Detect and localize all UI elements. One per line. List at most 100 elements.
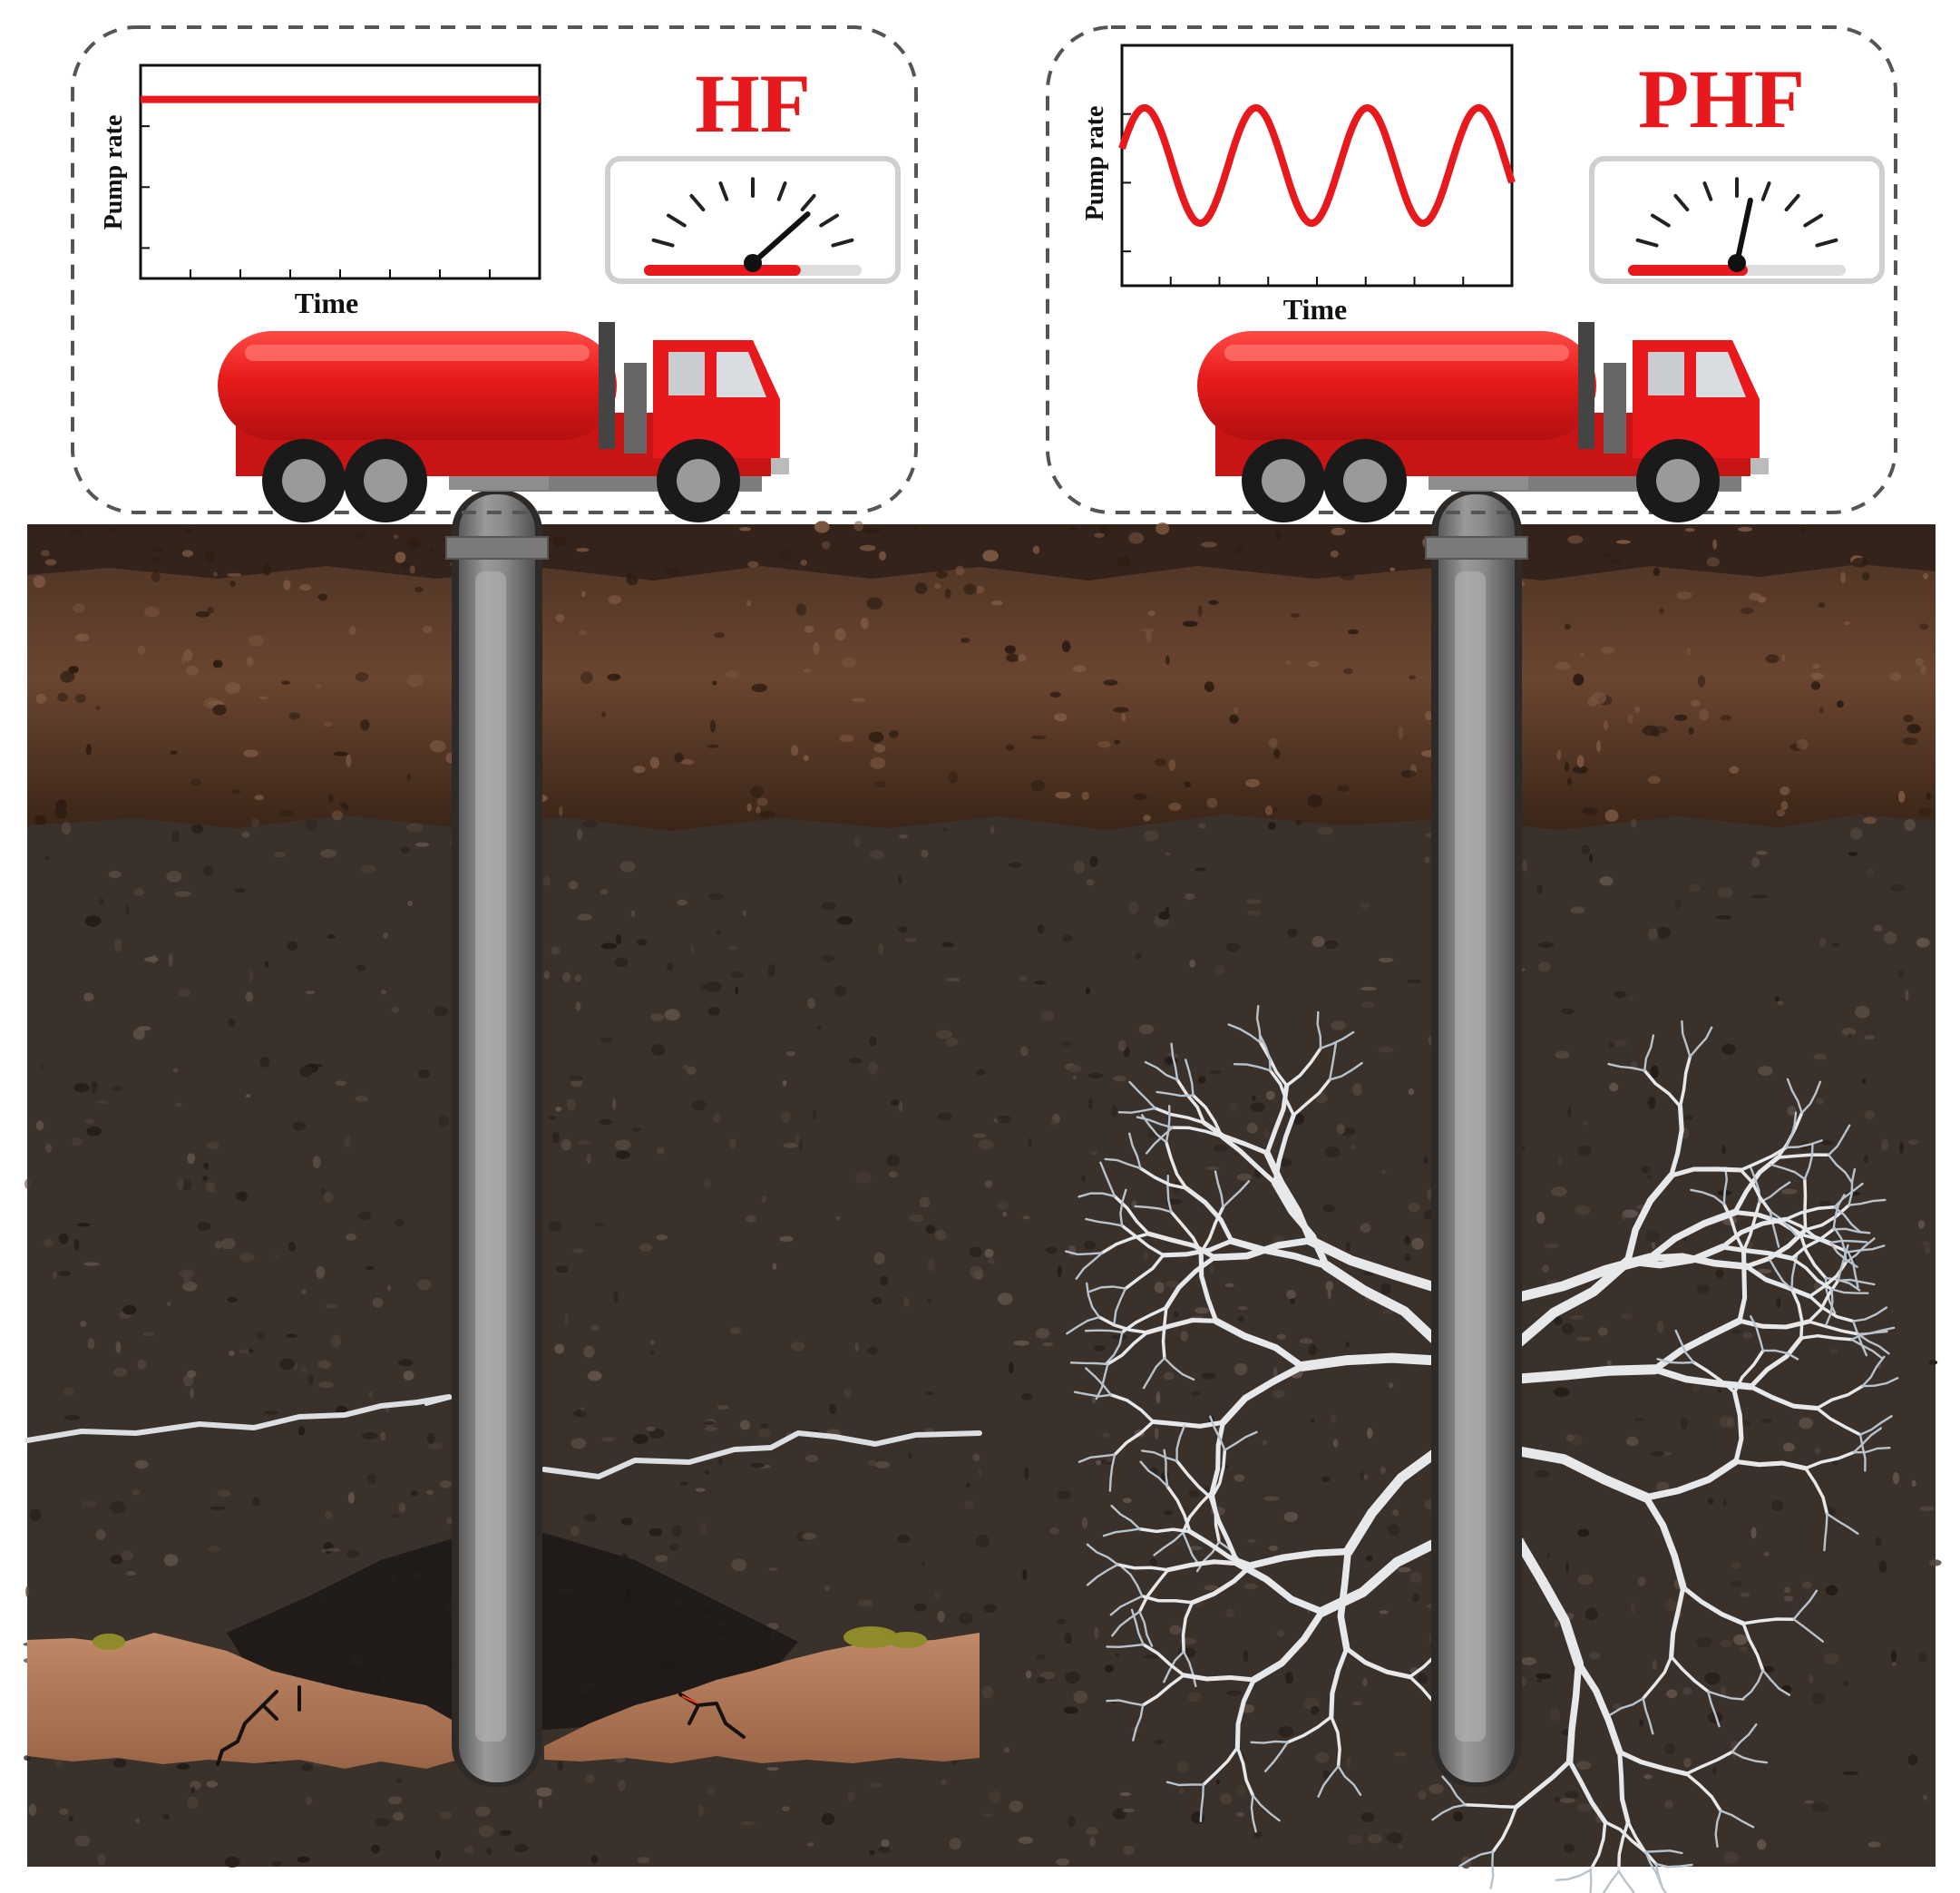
rock-speck [1156,522,1170,535]
rock-speck [99,898,104,906]
rock-speck [58,1270,71,1277]
fracture-branch [1489,1850,1495,1889]
rock-speck [1022,1569,1028,1580]
rock-speck [1731,1562,1741,1569]
rock-speck [578,1139,591,1145]
fracture-branch [1785,1139,1823,1149]
rock-speck [1268,1545,1278,1552]
rock-speck [650,1013,664,1021]
rock-speck [1642,725,1659,737]
rock-speck [706,1787,717,1795]
rock-speck [1521,1657,1536,1665]
rock-speck [1683,1758,1692,1768]
rock-speck [1906,724,1921,734]
rock-speck [1336,1124,1345,1135]
rock-speck [804,625,814,633]
fracture-branch [1852,1306,1888,1322]
rock-speck [1712,539,1717,550]
rock-speck [299,1066,313,1078]
fracture-branch [1769,1259,1793,1291]
rock-speck [392,1811,405,1821]
fracture-branch [1799,1233,1828,1280]
rock-speck [426,1432,435,1444]
rock-speck [1234,1362,1248,1376]
fracture-branch [1800,1080,1822,1115]
rock-speck [383,932,388,939]
rock-speck [249,635,264,647]
rock-speck [1128,532,1145,544]
rock-speck [870,756,886,769]
rock-speck [1315,1752,1330,1763]
rock-speck [570,1526,580,1537]
gauge-tick [1635,238,1659,248]
rock-speck [1862,571,1870,581]
fracture-branch [1654,1862,1693,1869]
rock-speck [1276,1630,1284,1637]
rock-speck [766,1767,779,1771]
rock-speck [1367,1427,1373,1439]
rock-speck [1324,1147,1341,1158]
rock-speck [354,531,366,541]
fracture-branch [1617,1750,1631,1825]
fracture-branch [1344,1645,1413,1680]
truck-wheel-hub [1656,459,1700,503]
fracture-branch [1669,1654,1710,1693]
rock-speck [1024,1467,1029,1480]
rock-speck [44,856,50,861]
rock-speck [1345,1342,1350,1348]
rock-speck [1215,1779,1220,1785]
gauge-tick [1760,181,1771,201]
rock-speck [824,1585,831,1592]
fracture-branch [1720,1244,1795,1261]
fracture-branch [1589,1820,1607,1872]
rock-speck [1841,1028,1857,1036]
rock-speck [973,1270,984,1280]
rock-speck [878,943,884,955]
fracture-branch [1297,1352,1443,1371]
rock-speck [1056,1618,1066,1625]
rock-speck [83,1262,100,1266]
rock-speck [1682,1686,1692,1695]
rock-speck [1032,545,1040,554]
fracture-branch [1431,1803,1467,1821]
rock-speck [1722,1498,1727,1508]
rock-speck [1214,964,1225,976]
fracture-branch [1789,1287,1804,1340]
fracture-branch [1733,1459,1809,1471]
rock-speck [695,1488,706,1492]
rock-speck [1168,759,1176,771]
rock-speck [299,584,312,591]
rock-speck [1042,1342,1054,1347]
rock-speck [1596,740,1602,752]
rock-speck [1556,749,1562,761]
rock-speck [577,828,583,841]
rock-speck [28,1803,37,1816]
rock-speck [108,527,114,533]
rock-speck [212,659,223,668]
rock-speck [392,1513,401,1518]
rock-speck [889,730,899,738]
rock-speck [1799,1417,1813,1430]
rock-speck [249,970,254,982]
fracture-branch [1807,1320,1860,1336]
rock-speck [1731,1329,1741,1334]
rock-speck [583,1345,595,1358]
fracture-branch [1165,1559,1241,1573]
rock-speck [1253,1831,1263,1839]
truck-tank-shine [245,345,590,361]
rock-speck [1289,1298,1295,1304]
rock-speck [898,926,908,933]
rock-speck [366,1473,377,1485]
truck-exhaust [1578,322,1594,449]
rock-speck [975,1535,990,1547]
rock-speck [347,1491,355,1504]
rock-speck [1247,1538,1256,1543]
rock-speck [1784,1586,1790,1594]
rock-speck [847,1791,854,1802]
rock-speck [1295,820,1302,825]
rock-speck [804,668,811,673]
rock-speck [656,1234,668,1241]
rock-speck [191,824,204,834]
rock-speck [1423,1156,1429,1164]
rock-speck [984,1248,994,1258]
